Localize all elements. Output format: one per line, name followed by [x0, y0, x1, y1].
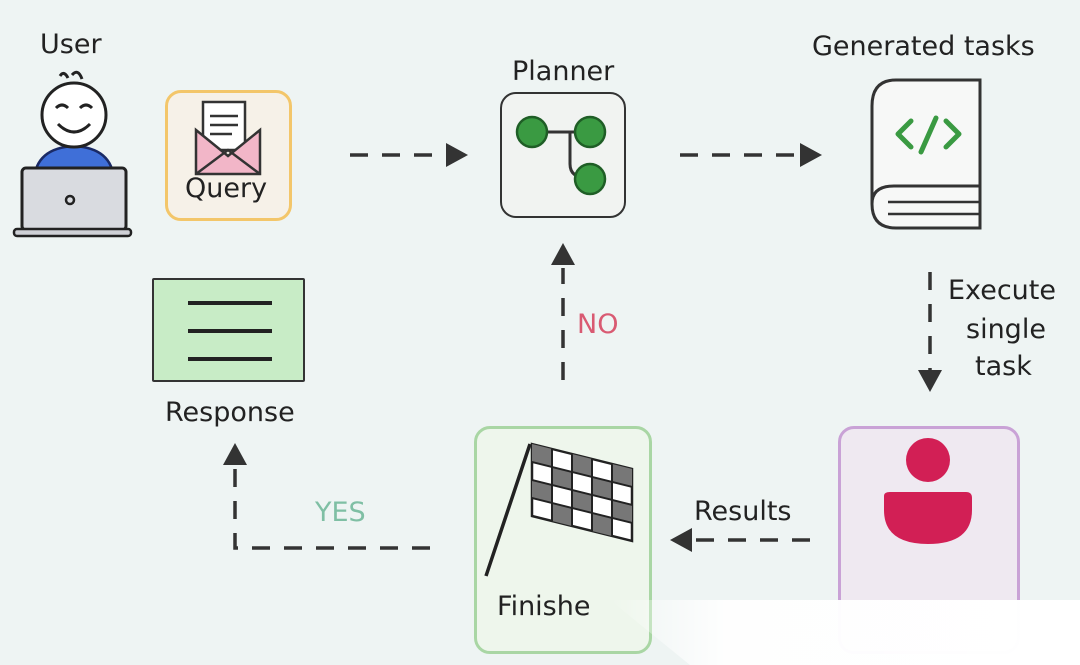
- finished-to-response-arrow: [233, 462, 430, 550]
- response-label: Response: [165, 397, 295, 428]
- envelope-document-icon: [194, 100, 262, 176]
- execute-label-line3: task: [975, 351, 1032, 382]
- results-label: Results: [694, 496, 792, 527]
- checkered-flag-icon: [484, 442, 634, 577]
- person-agent-icon: [884, 438, 972, 544]
- finished-label: Finishe: [497, 591, 591, 622]
- user-label: User: [40, 29, 102, 60]
- planner-node: [500, 92, 626, 218]
- glare-overlay: [610, 600, 1080, 665]
- yes-label: YES: [315, 497, 366, 528]
- code-book-icon: [870, 78, 982, 230]
- execute-label-line2: single: [966, 314, 1046, 345]
- no-label: NO: [577, 309, 619, 340]
- execute-label-line1: Execute: [948, 275, 1056, 306]
- response-node: [152, 278, 305, 382]
- planner-label: Planner: [512, 56, 615, 87]
- query-label: Query: [185, 173, 268, 204]
- user-at-laptop-icon: [12, 70, 133, 238]
- document-lines-icon: [188, 301, 272, 361]
- branching-nodes-icon: [515, 115, 607, 196]
- generated-tasks-label: Generated tasks: [812, 31, 1035, 62]
